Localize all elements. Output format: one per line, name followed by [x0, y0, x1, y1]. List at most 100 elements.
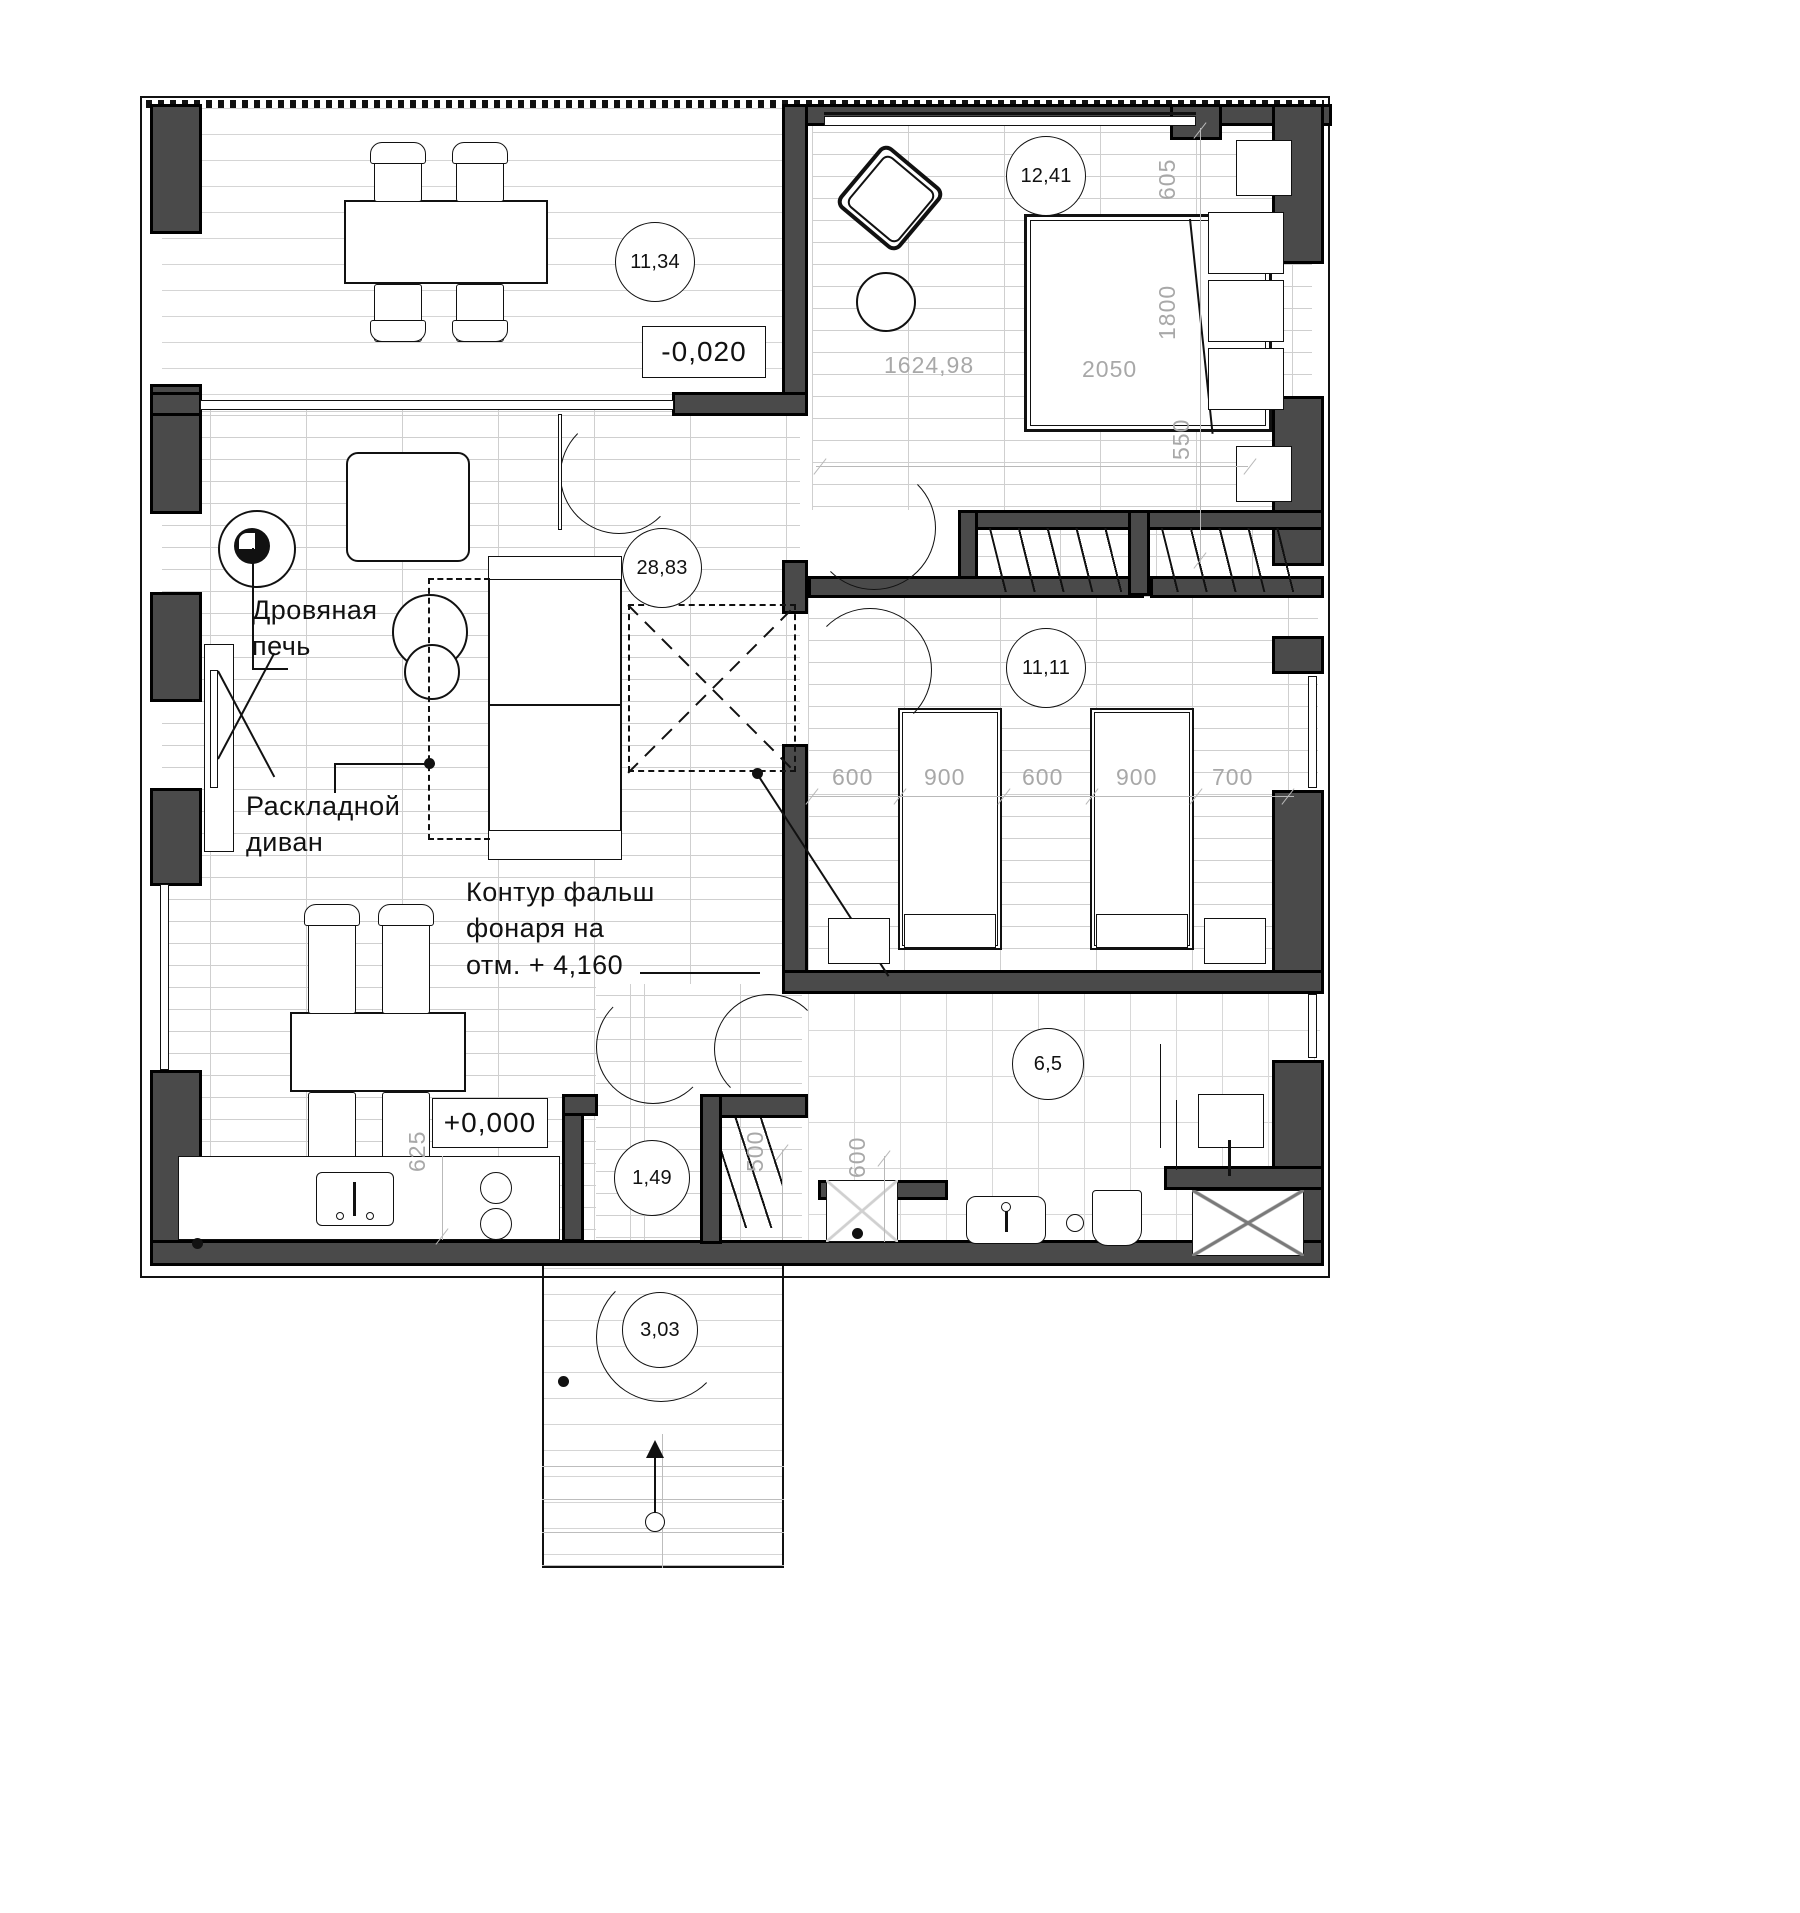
window-living-north [200, 400, 674, 410]
sofa-front-cushion [488, 830, 622, 860]
dim-wc-width: 600 [844, 1136, 870, 1178]
side-table-master [856, 272, 916, 332]
bath-cabinet [1198, 1094, 1264, 1148]
dimline-master-width [816, 466, 1248, 467]
wardrobe-master-3 [1208, 348, 1284, 410]
dimline-500 [782, 1150, 783, 1240]
wall-pier-west-1 [150, 104, 202, 234]
nightstand-master-bottom [1236, 446, 1292, 502]
dim-bed-width: 1800 [1154, 284, 1180, 340]
wall-partition-vertical-main [782, 104, 808, 412]
vanity-drain [1001, 1202, 1011, 1212]
sofa-body [488, 556, 622, 860]
door-swing-entry [596, 1272, 726, 1402]
area-badge-bathroom: 6,5 [1012, 1028, 1084, 1100]
door-swing-bathroom [714, 994, 824, 1104]
note-folding-sofa: Раскладной диван [246, 791, 401, 858]
kitchen-faucet-knob-l [336, 1212, 344, 1220]
wall-pier-east-4 [1272, 790, 1324, 990]
bath-vertical-line-2 [1176, 1100, 1178, 1170]
door-leaf-living-north [558, 414, 562, 530]
dim-closet-depth: 500 [742, 1130, 768, 1172]
wall-closet-divider [1128, 510, 1150, 596]
dim-twin-gap-left: 600 [832, 764, 874, 790]
wall-twin-bath-divider [782, 970, 1324, 994]
dim-twin-gap-right: 700 [1212, 764, 1254, 790]
coffee-table-square [346, 452, 470, 562]
area-badge-entry-porch: 3,03 [622, 1292, 698, 1368]
cooktop-burner-bottom [480, 1208, 512, 1240]
closet-door-hatch-right [1150, 528, 1300, 592]
wall-pier-east-3 [1272, 636, 1324, 674]
wall-pier-west-3 [150, 592, 202, 702]
dim-kitchen-depth: 625 [404, 1130, 430, 1172]
window-east-bath [1308, 994, 1317, 1058]
sofa-leader-v [334, 763, 336, 793]
wall-hall-left [562, 1094, 584, 1242]
nightstand-master-top [1236, 140, 1292, 196]
chair-north-1 [370, 142, 426, 202]
closet-small-hatch [722, 1118, 782, 1228]
area-badge-living-kitchen: 28,83 [622, 528, 702, 608]
dim-twin-gap-mid: 600 [1022, 764, 1064, 790]
room-bedroom-twin [808, 596, 1318, 978]
window-east-twin [1308, 676, 1317, 788]
dim-bed-offset-bottom: 550 [1168, 418, 1194, 460]
twin-bed-left-inner [902, 712, 998, 946]
bath-towel-rail [1228, 1140, 1231, 1176]
false-lantern-outline [628, 604, 796, 772]
porch-dot [558, 1376, 569, 1387]
dimline-550 [1200, 466, 1201, 564]
door-swing-twin [808, 608, 932, 732]
dim-bed-length: 2050 [1082, 356, 1138, 382]
dim-room-width-master: 1624,98 [884, 352, 975, 378]
level-badge-terrace: -0,020 [642, 326, 766, 378]
twin-nightstand-left [828, 918, 890, 964]
area-badge-hall-closet: 1,49 [614, 1140, 690, 1216]
stool-round-small [404, 644, 460, 700]
area-badge-bedroom-master: 12,41 [1006, 136, 1086, 216]
wall-closet-top [958, 510, 1136, 530]
bath-corner-dot [852, 1228, 863, 1239]
twin-bed-left-pillow [904, 914, 996, 948]
dimline-600wc [884, 1156, 885, 1242]
window-north-bedroom [824, 116, 1196, 126]
toilet-valve [1066, 1214, 1084, 1232]
shower-cross [1192, 1190, 1304, 1256]
door-swing-hall [596, 990, 710, 1104]
sofa-seat-split [488, 704, 622, 706]
building-outline [140, 96, 1330, 1278]
note-false-lantern: Контур фальш фонаря на отм. + 4,160 [466, 877, 655, 980]
window-north-bedroom-sill [824, 112, 1196, 115]
cooktop-burner-top [480, 1172, 512, 1204]
door-swing-living-north [560, 416, 678, 534]
lantern-leader-dot [752, 768, 763, 779]
door-swing-master [812, 466, 936, 590]
dimline-625 [442, 1156, 443, 1240]
chair-south-2 [378, 904, 434, 1014]
twin-nightstand-right [1204, 918, 1266, 964]
sofa-pullout-dashed [428, 578, 490, 840]
note-wood-stove: Дровяная печь [252, 595, 378, 662]
wall-partition-vertical-lower [782, 744, 808, 994]
stove-leader-line [252, 548, 254, 670]
wall-panel-west [204, 644, 234, 852]
dining-table-south [290, 1012, 466, 1092]
wall-closet-right-top [1128, 510, 1324, 530]
level-badge-floor: +0,000 [432, 1098, 548, 1148]
wardrobe-master-1 [1208, 212, 1284, 274]
kitchen-corner-dot [192, 1238, 203, 1249]
porch-step-divider [662, 1434, 664, 1568]
entry-arrow-shaft [654, 1442, 656, 1514]
wardrobe-master-2 [1208, 280, 1284, 342]
area-badge-bedroom-twin: 11,11 [1006, 628, 1086, 708]
bath-vertical-line-1 [1160, 1044, 1162, 1148]
wall-closet-small-left [700, 1094, 722, 1244]
wall-terrace-living-divider-right [672, 392, 808, 416]
roof-edge-top [146, 100, 1324, 108]
wall-pier-west-4 [150, 788, 202, 886]
chair-north-3 [370, 284, 426, 342]
sofa-leader-dot [424, 758, 435, 769]
wall-wc-right [1164, 1166, 1324, 1190]
